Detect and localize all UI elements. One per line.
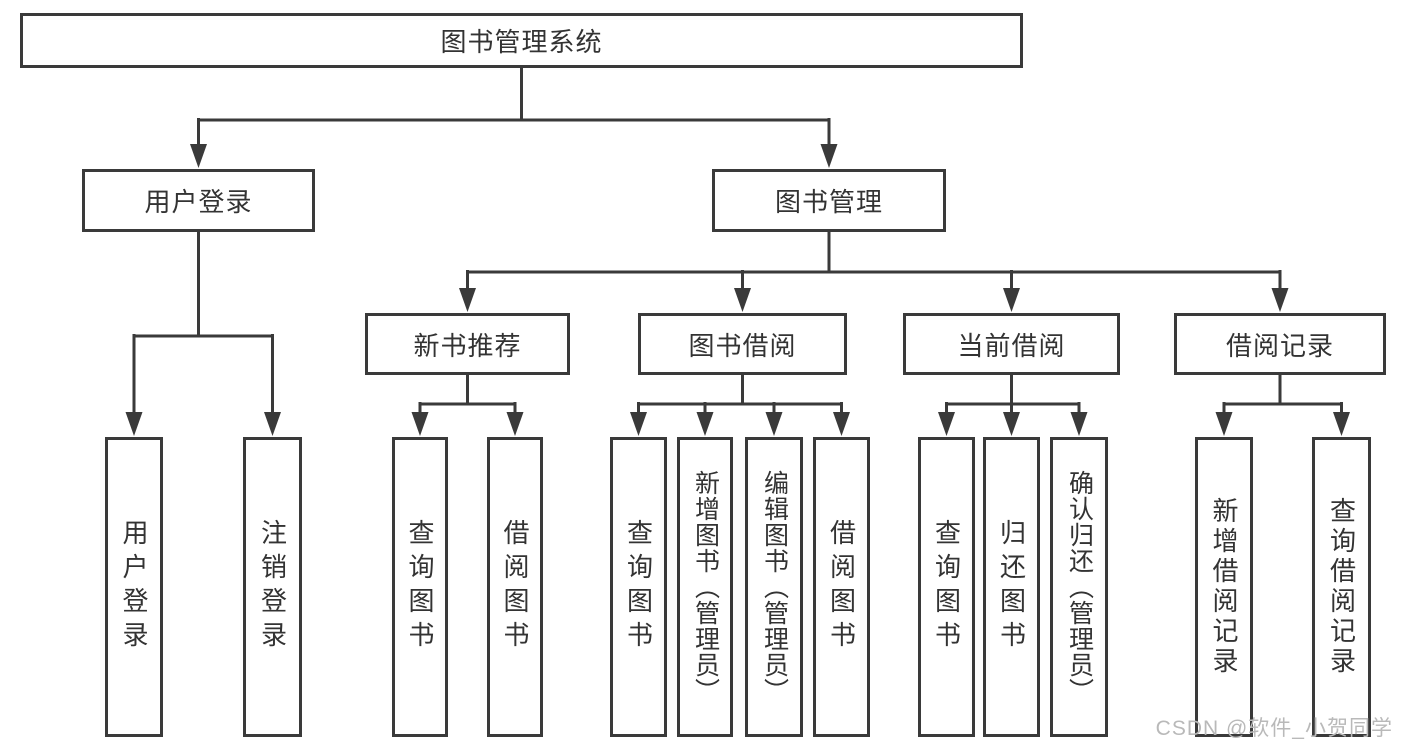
arrowhead [506, 412, 524, 436]
leaf-logout-label: 注销登录 [257, 519, 288, 655]
leaf-borrow-query-books: 查询图书 [610, 437, 667, 737]
arrowhead [190, 144, 207, 168]
leaf-current-return-books: 归还图书 [983, 437, 1040, 737]
connector-login-to-leaves [125, 232, 281, 436]
leaf-borrow-borrow-label: 借阅图书 [826, 519, 857, 655]
node-book-borrow-label: 图书借阅 [688, 330, 797, 361]
node-new-book-label: 新书推荐 [413, 330, 522, 361]
node-user-login: 用户登录 [82, 169, 315, 232]
leaf-borrow-borrow-books: 借阅图书 [813, 437, 870, 737]
node-borrow-records: 借阅记录 [1174, 313, 1386, 375]
connector-current-to-leaves [938, 375, 1088, 436]
leaf-borrow-edit-books-admin: 编辑图书（管理员） [745, 437, 803, 737]
leaf-logout: 注销登录 [243, 437, 302, 737]
leaf-borrow-add-books-admin: 新增图书（管理员） [677, 437, 733, 737]
node-current-borrow-label: 当前借阅 [957, 330, 1066, 361]
arrowhead [938, 412, 955, 436]
leaf-user-login: 用户登录 [105, 437, 163, 737]
arrowhead [1003, 288, 1020, 312]
connector-records-to-leaves [1215, 375, 1350, 436]
arrowhead [833, 412, 850, 436]
node-user-login-label: 用户登录 [144, 187, 253, 217]
leaf-records-add-label: 新增借阅记录 [1209, 497, 1239, 677]
leaf-current-query-label: 查询图书 [931, 519, 962, 655]
arrowhead [264, 412, 281, 436]
leaf-borrow-edit-label: 编辑图书（管理员） [760, 470, 789, 704]
leaf-current-confirm-return-admin: 确认归还（管理员） [1050, 437, 1108, 737]
leaf-records-query-label: 查询借阅记录 [1326, 497, 1357, 677]
arrowhead [1003, 412, 1020, 436]
arrowhead [734, 288, 751, 312]
arrowhead [459, 288, 476, 312]
leaf-newbook-borrow-books: 借阅图书 [487, 437, 543, 737]
node-new-book-recommend: 新书推荐 [365, 313, 570, 375]
connector-borrow-to-leaves [630, 375, 850, 436]
arrowhead [1333, 412, 1350, 436]
csdn-watermark: CSDN @软件_小贺同学 [1155, 717, 1393, 740]
node-book-management: 图书管理 [712, 169, 946, 232]
node-borrow-records-label: 借阅记录 [1225, 330, 1334, 361]
arrowhead [1271, 288, 1289, 312]
leaf-newbook-query-label: 查询图书 [405, 519, 435, 655]
leaf-newbook-query-books: 查询图书 [392, 437, 448, 737]
leaf-current-confirm-label: 确认归还（管理员） [1065, 470, 1094, 704]
connector-newbook-to-leaves [411, 375, 524, 436]
arrowhead [1215, 412, 1233, 436]
leaf-user-login-label: 用户登录 [119, 519, 149, 655]
node-root-system: 图书管理系统 [20, 13, 1023, 68]
connector-root-to-level2 [190, 67, 838, 168]
leaf-records-add-record: 新增借阅记录 [1195, 437, 1253, 737]
node-root-label: 图书管理系统 [440, 27, 603, 57]
arrowhead [696, 412, 714, 436]
connector-mgmt-to-level3 [459, 232, 1289, 312]
leaf-current-query-books: 查询图书 [918, 437, 975, 737]
node-book-management-label: 图书管理 [774, 187, 883, 217]
arrowhead [630, 412, 647, 436]
arrowhead [765, 412, 783, 436]
node-book-borrow: 图书借阅 [638, 313, 847, 375]
arrowhead [1070, 412, 1088, 436]
leaf-records-query-record: 查询借阅记录 [1312, 437, 1371, 737]
arrowhead [820, 144, 838, 168]
arrowhead [411, 412, 429, 436]
node-current-borrow: 当前借阅 [903, 313, 1120, 375]
leaf-borrow-add-label: 新增图书（管理员） [691, 470, 720, 704]
leaf-borrow-query-label: 查询图书 [623, 519, 654, 655]
arrowhead [125, 412, 143, 436]
leaf-current-return-label: 归还图书 [996, 519, 1027, 655]
leaf-newbook-borrow-label: 借阅图书 [500, 519, 530, 655]
